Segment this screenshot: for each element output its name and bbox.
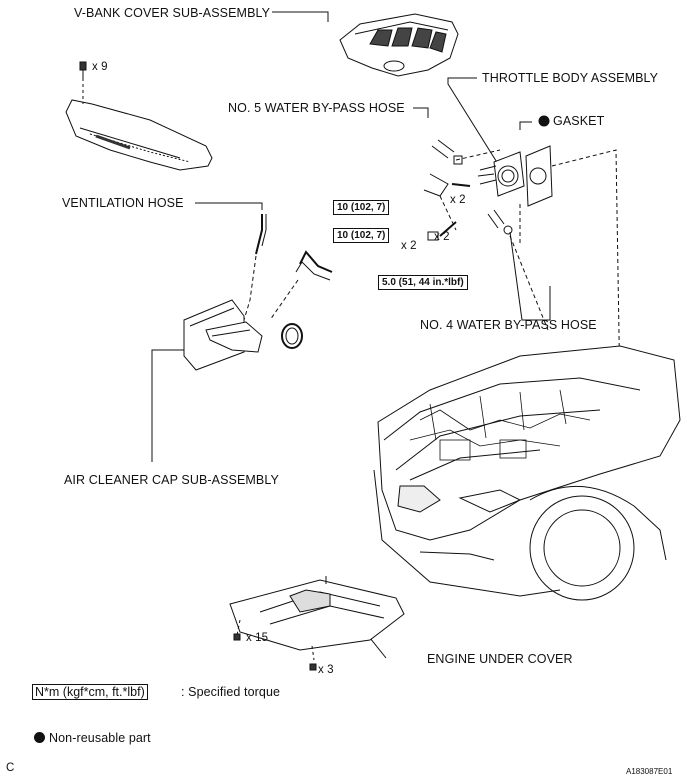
footer-left: C xyxy=(6,762,15,774)
non-reusable-legend-text: Non-reusable part xyxy=(49,731,151,745)
no4-hose-label: NO. 4 WATER BY-PASS HOSE xyxy=(420,318,597,332)
non-reusable-legend: Non-reusable part xyxy=(34,731,151,745)
vbank-cover-label: V-BANK COVER SUB-ASSEMBLY xyxy=(74,6,271,20)
qty-throttle-bolts: x 2 xyxy=(450,194,466,206)
vbank-cover-drawing xyxy=(339,13,459,77)
clip-icon-upper xyxy=(79,61,87,104)
non-reusable-dot-icon xyxy=(538,115,550,127)
ventilation-hose-label: VENTILATION HOSE xyxy=(62,196,184,210)
non-reusable-dot-icon xyxy=(34,732,45,743)
qty-upper-clips: x 9 xyxy=(92,61,108,73)
torque-box-hose-clamp: 5.0 (51, 44 in.*lbf) xyxy=(378,275,468,290)
air-cleaner-cap-drawing xyxy=(183,299,263,371)
engine-under-cover-drawing xyxy=(229,576,405,661)
qty-under-clips-left: x 15 xyxy=(246,632,269,644)
throttle-body-drawing xyxy=(477,151,525,197)
torque-box-bolt-upper: 10 (102, 7) xyxy=(333,200,390,215)
engine-bay-detail xyxy=(409,389,591,461)
torque-box-bolt-lower: 10 (102, 7) xyxy=(333,228,390,243)
engine-under-cover-label: ENGINE UNDER COVER xyxy=(427,652,573,666)
qty-under-clips-bottom: x 3 xyxy=(318,664,334,676)
vehicle-front-drawing xyxy=(373,345,681,601)
torque-unit-legend: N*m (kgf*cm, ft.*lbf) xyxy=(32,684,148,700)
torque-desc-legend: : Specified torque xyxy=(181,685,281,699)
no5-hose-label: NO. 5 WATER BY-PASS HOSE xyxy=(228,101,405,115)
qty-nut-right: x 2 xyxy=(434,231,450,243)
qty-nut-left: x 2 xyxy=(401,240,417,252)
gasket-drawing xyxy=(525,145,553,207)
throttle-body-label: THROTTLE BODY ASSEMBLY xyxy=(482,71,659,85)
gasket-label: GASKET xyxy=(553,114,605,128)
figure-code: A183087E01 xyxy=(626,767,673,776)
air-cleaner-cap-label: AIR CLEANER CAP SUB-ASSEMBLY xyxy=(64,473,279,487)
upper-cover-drawing xyxy=(65,99,213,171)
